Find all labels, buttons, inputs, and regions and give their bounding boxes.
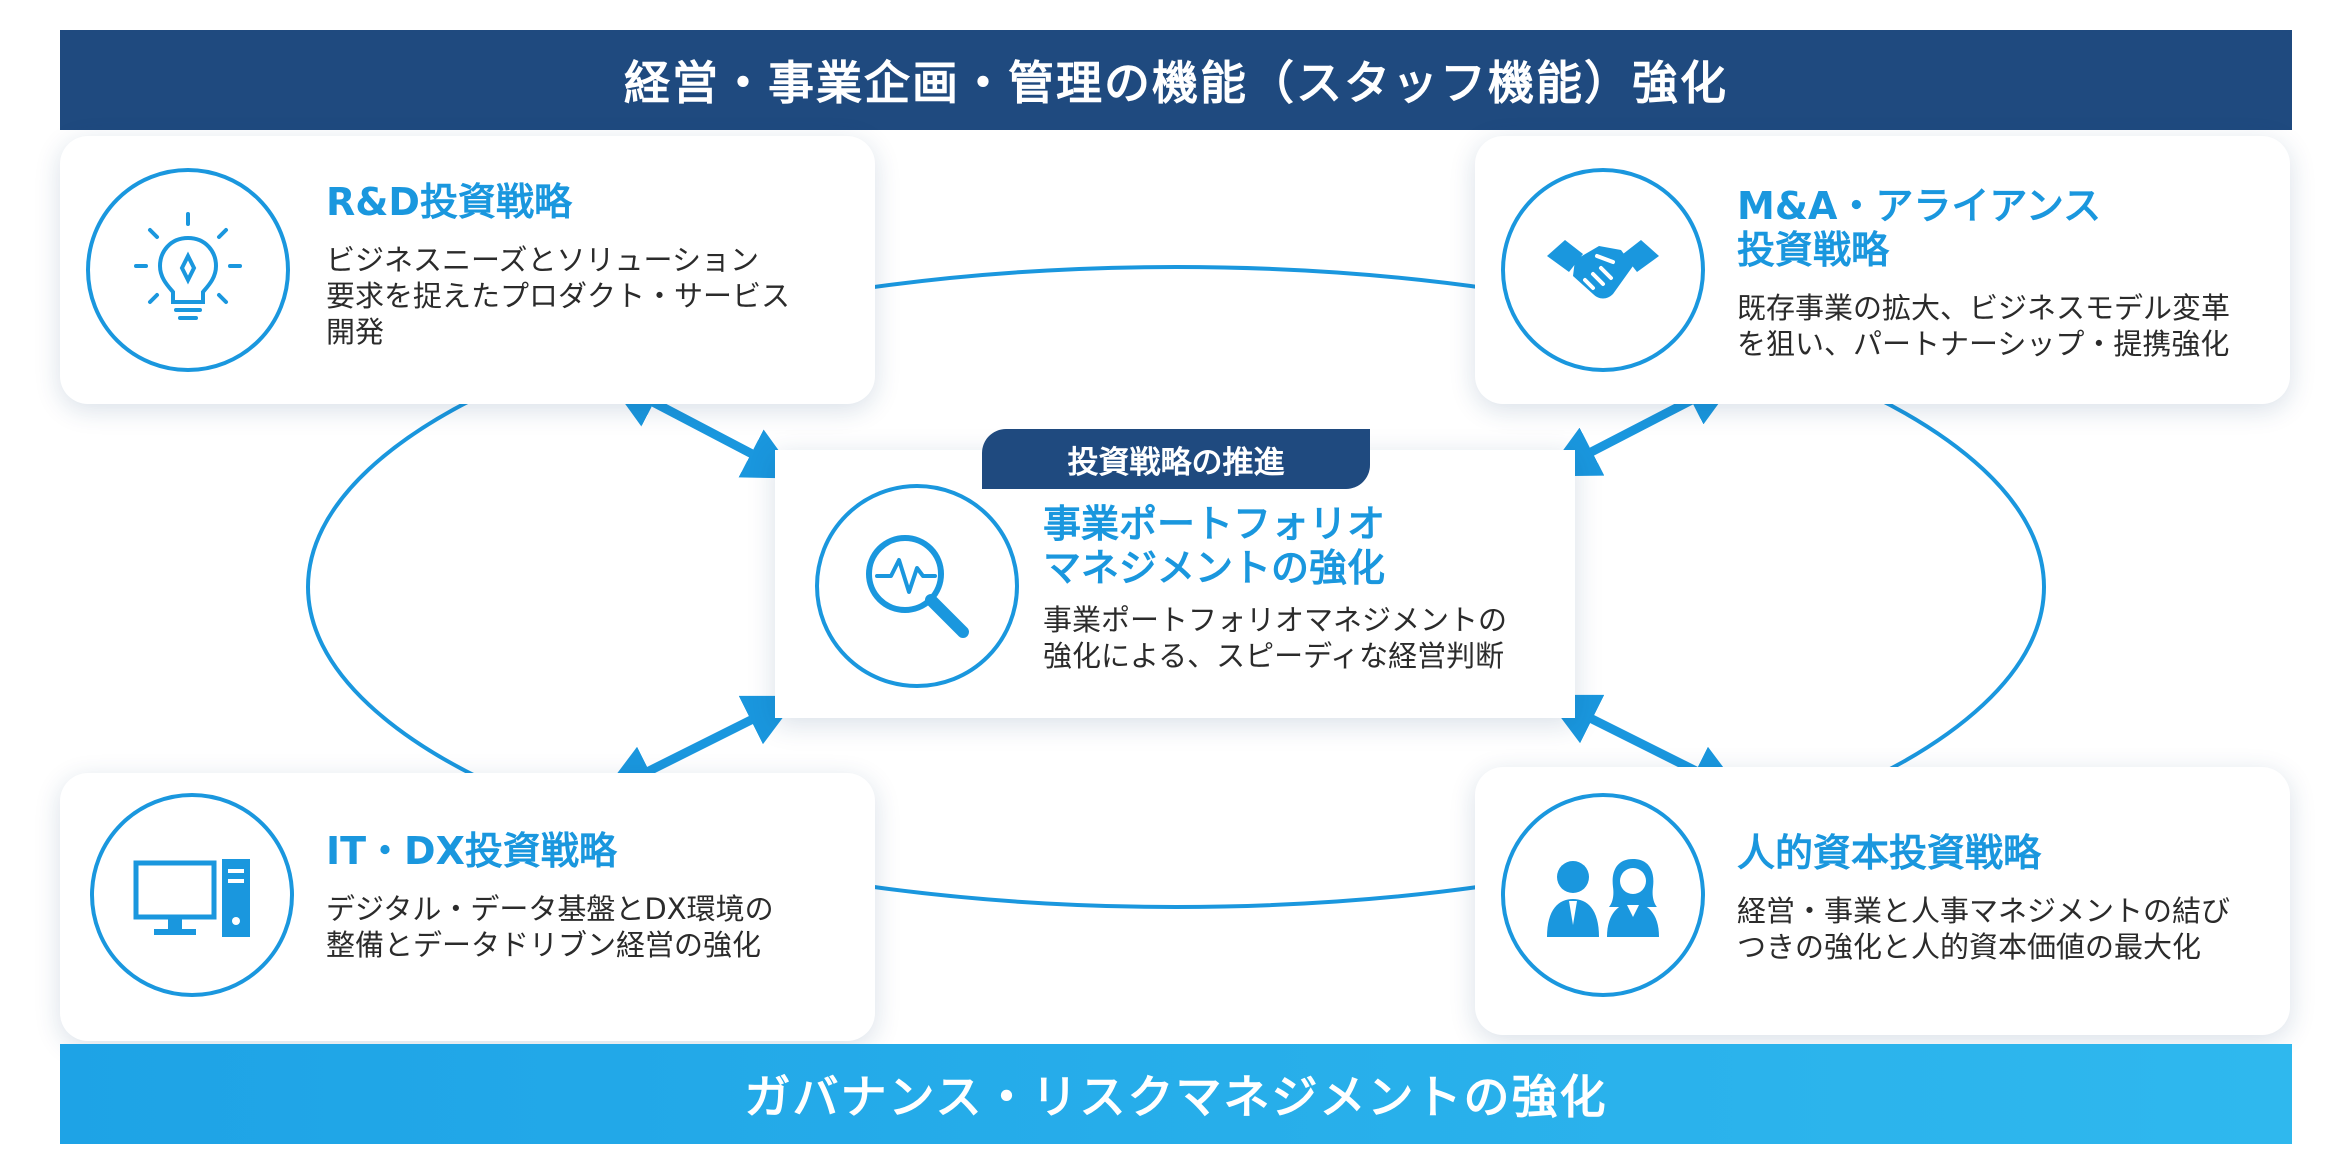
computer-icon [133, 859, 250, 937]
card-description: デジタル・データ基盤とDX環境の 整備とデータドリブン経営の強化 [326, 892, 774, 962]
center-tag-text: 投資戦略の推進 [1067, 444, 1285, 481]
bottom-banner-text: ガバナンス・リスクマネジメントの強化 [744, 1070, 1608, 1124]
icon-circle [90, 793, 294, 997]
icon-circle [815, 484, 1019, 688]
arrow-it-center [600, 695, 800, 796]
icon-circle [1501, 793, 1705, 997]
lightbulb-icon [134, 212, 242, 320]
top-banner-text: 経営・事業企画・管理の機能（スタッフ機能）強化 [624, 56, 1728, 110]
card-description: 経営・事業と人事マネジメントの結び つきの強化と人的資本価値の最大化 [1737, 894, 2231, 964]
card-center: 事業ポートフォリオ マネジメントの強化 事業ポートフォリオマネジメントの 強化に… [775, 450, 1575, 718]
card-title: IT・DX投資戦略 [326, 829, 617, 873]
center-tag: 投資戦略の推進 [982, 429, 1370, 489]
card-title: R&D投資戦略 [326, 180, 572, 224]
card-title: 人的資本投資戦略 [1737, 831, 2042, 875]
card-ma: M&A・アライアンス 投資戦略 既存事業の拡大、ビジネスモデル変革 を狙い、パー… [1475, 136, 2290, 404]
center-description: 事業ポートフォリオマネジメントの 強化による、スピーディな経営判断 [1043, 603, 1508, 673]
card-rd: R&D投資戦略 ビジネスニーズとソリューション 要求を捉えたプロダクト・サービス… [60, 136, 875, 404]
icon-circle [1501, 168, 1705, 372]
magnifier-pulse-icon [866, 535, 969, 638]
card-it: IT・DX投資戦略 デジタル・データ基盤とDX環境の 整備とデータドリブン経営の… [60, 773, 875, 1041]
icon-circle [86, 168, 290, 372]
bottom-banner: ガバナンス・リスクマネジメントの強化 [60, 1044, 2292, 1144]
card-title: M&A・アライアンス 投資戦略 [1737, 184, 2102, 272]
people-icon [1547, 859, 1659, 937]
center-title: 事業ポートフォリオ マネジメントの強化 [1043, 502, 1386, 590]
card-hr: 人的資本投資戦略 経営・事業と人事マネジメントの結び つきの強化と人的資本価値の… [1475, 767, 2290, 1035]
top-banner: 経営・事業企画・管理の機能（スタッフ機能）強化 [60, 30, 2292, 130]
cycle-ellipse [306, 265, 2046, 909]
card-description: ビジネスニーズとソリューション 要求を捉えたプロダクト・サービス 開発 [326, 243, 791, 349]
card-description: 既存事業の拡大、ビジネスモデル変革 を狙い、パートナーシップ・提携強化 [1737, 291, 2231, 361]
handshake-icon [1547, 240, 1659, 299]
